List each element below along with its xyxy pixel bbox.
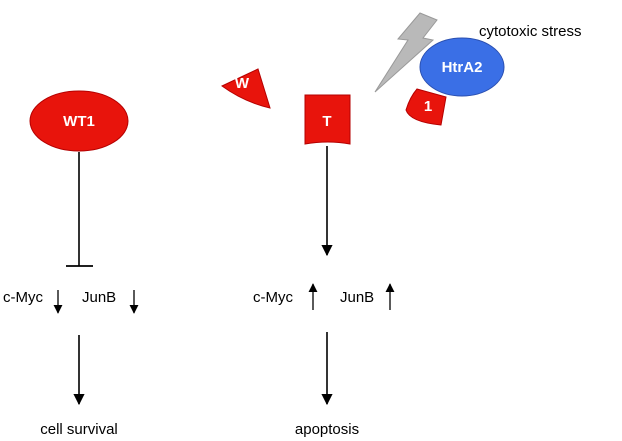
wt1-protein: WT1 [29, 90, 129, 152]
apoptosis-label: apoptosis [295, 421, 359, 438]
w-fragment-label: W [235, 75, 250, 92]
left-junb-label: JunB [82, 289, 116, 306]
t-fragment: T [304, 94, 351, 145]
left-cmyc-label: c-Myc [3, 289, 43, 306]
t-fragment-label: T [322, 113, 331, 130]
w-fragment: W [221, 68, 271, 109]
lightning-bolt-icon [374, 12, 438, 93]
wt1-label: WT1 [63, 113, 95, 130]
cytotoxic-stress-label: cytotoxic stress [479, 23, 582, 40]
right-cmyc-label: c-Myc [253, 289, 293, 306]
inhibition-edge [66, 152, 93, 267]
htra2-label: HtrA2 [442, 59, 483, 76]
htra2-protease: HtrA2 [419, 37, 505, 97]
fragment-1: 1 [405, 88, 447, 126]
right-junb-label: JunB [340, 289, 374, 306]
fragment-1-label: 1 [424, 98, 432, 115]
cell-survival-label: cell survival [40, 421, 118, 438]
